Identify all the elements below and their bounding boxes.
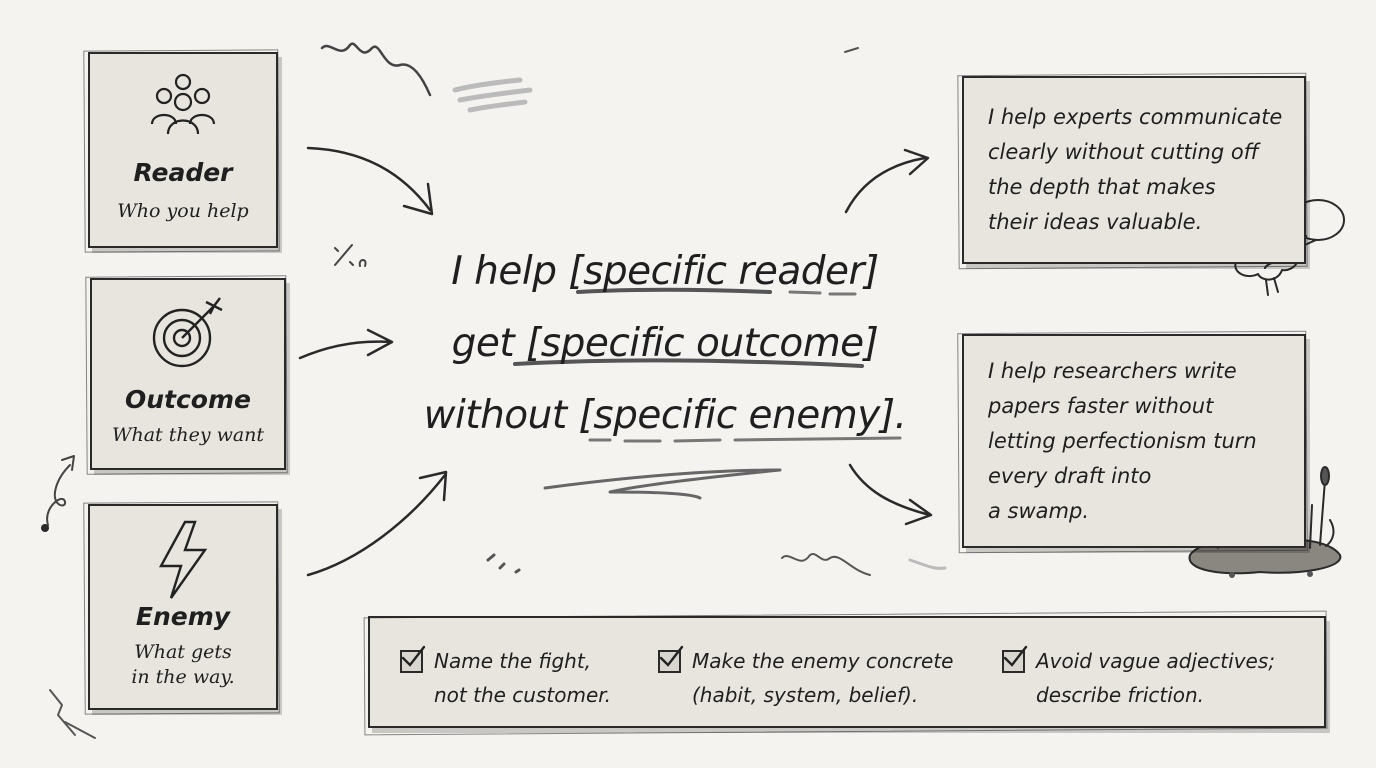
card-subtitle: What gets in the way. (131, 641, 235, 688)
checkbox-checked-icon (658, 645, 684, 673)
arrow-reader-to-template (306, 146, 432, 212)
arrow-enemy-to-template (306, 473, 447, 577)
underline-outcome (513, 358, 864, 368)
positioning-template: I help [specific reader] get [specific o… (395, 236, 935, 452)
doodle-bottom-left (49, 689, 96, 739)
arrow-template-to-example-1 (844, 156, 927, 214)
arrow-template-to-example-2 (848, 463, 932, 517)
example-text: I help researchers write papers faster w… (988, 359, 1257, 523)
card-title: Outcome (124, 385, 251, 414)
arrowhead-example-2 (904, 498, 933, 526)
arrowhead-example-1 (903, 148, 930, 176)
example-card-experts: I help experts communicate clearly witho… (962, 76, 1306, 264)
card-title: Reader (133, 158, 233, 187)
card-enemy: Enemy What gets in the way. (88, 504, 278, 710)
checkbox-checked-icon (400, 645, 426, 673)
lightning-icon (158, 520, 208, 599)
arrowhead-reader (402, 182, 434, 216)
tip-text: Avoid vague adjectives; describe frictio… (1036, 649, 1275, 707)
checkbox-checked-icon (1002, 645, 1028, 673)
card-subtitle: What they want (111, 424, 265, 446)
card-subtitle: Who you help (117, 200, 249, 222)
arrowhead-enemy (418, 470, 448, 502)
template-line: I help [specific reader] (451, 249, 879, 294)
example-text: I help experts communicate clearly witho… (988, 105, 1283, 234)
template-line: get [specific outcome] (451, 321, 879, 366)
example-card-researchers: I help researchers write papers faster w… (962, 334, 1306, 548)
card-reader: Reader Who you help (88, 52, 278, 248)
underline-enemy (588, 436, 902, 443)
card-title: Enemy (135, 602, 231, 631)
template-line: without [specific enemy]. (423, 393, 907, 438)
tips-panel: Name the fight, not the customer. Make t… (368, 616, 1326, 728)
people-icon (150, 73, 216, 135)
card-outcome: Outcome What they want (90, 278, 286, 470)
target-icon (152, 297, 223, 368)
scribble-bottom (781, 552, 871, 576)
swoosh (543, 468, 782, 500)
tip-text: Name the fight, not the customer. (434, 649, 611, 707)
arrow-outcome-to-template (298, 340, 392, 360)
doodle-percent (334, 244, 367, 267)
underline-reader (576, 287, 772, 294)
arrowhead-outcome (366, 328, 394, 357)
tip-text: Make the enemy concrete (habit, system, … (692, 649, 954, 707)
doodle-loop (46, 464, 71, 526)
scribble-top (320, 42, 432, 97)
